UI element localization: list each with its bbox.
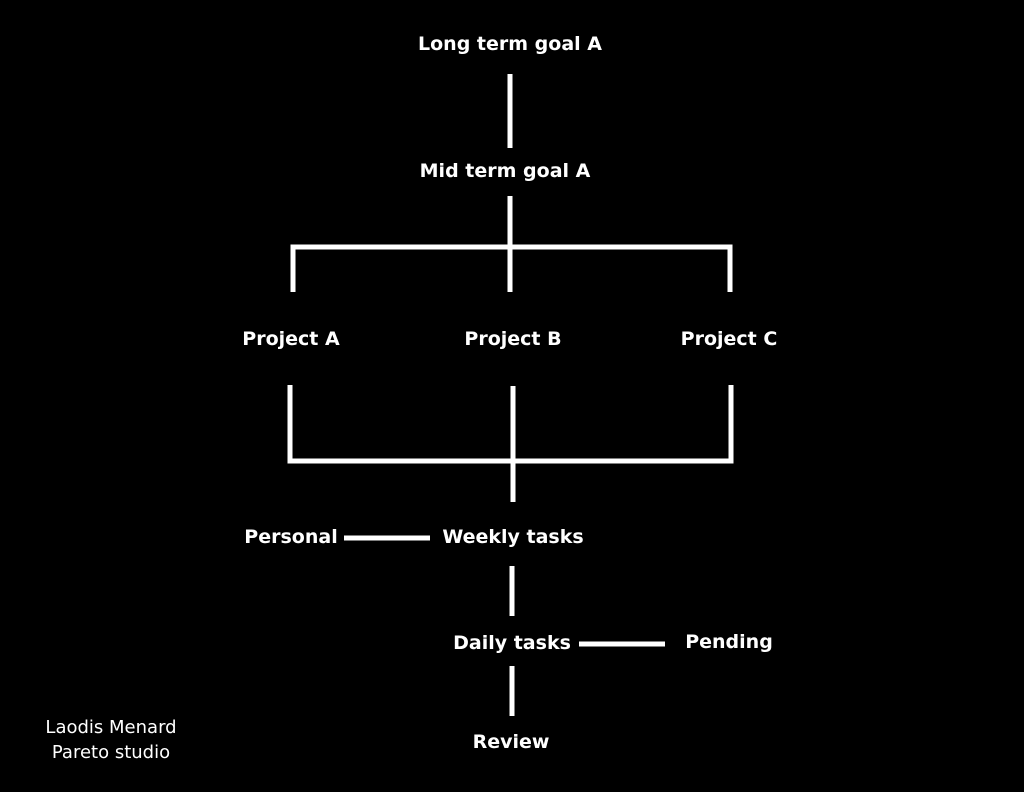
node-project-a: Project A [242,328,340,350]
connector-projects-branch [290,244,733,292]
node-weekly-tasks: Weekly tasks [442,526,584,548]
credit-block: Laodis Menard Pareto studio [45,715,176,765]
node-long-term-goal: Long term goal A [418,33,602,55]
credit-studio: Pareto studio [51,742,171,763]
node-project-b: Project B [464,328,562,350]
node-pending: Pending [685,631,773,653]
credit-author: Laodis Menard [45,717,177,738]
node-personal: Personal [244,526,338,548]
node-project-c: Project C [680,328,778,350]
node-daily-tasks: Daily tasks [453,632,571,654]
node-review: Review [472,731,550,753]
node-mid-term-goal: Mid term goal A [419,160,591,182]
